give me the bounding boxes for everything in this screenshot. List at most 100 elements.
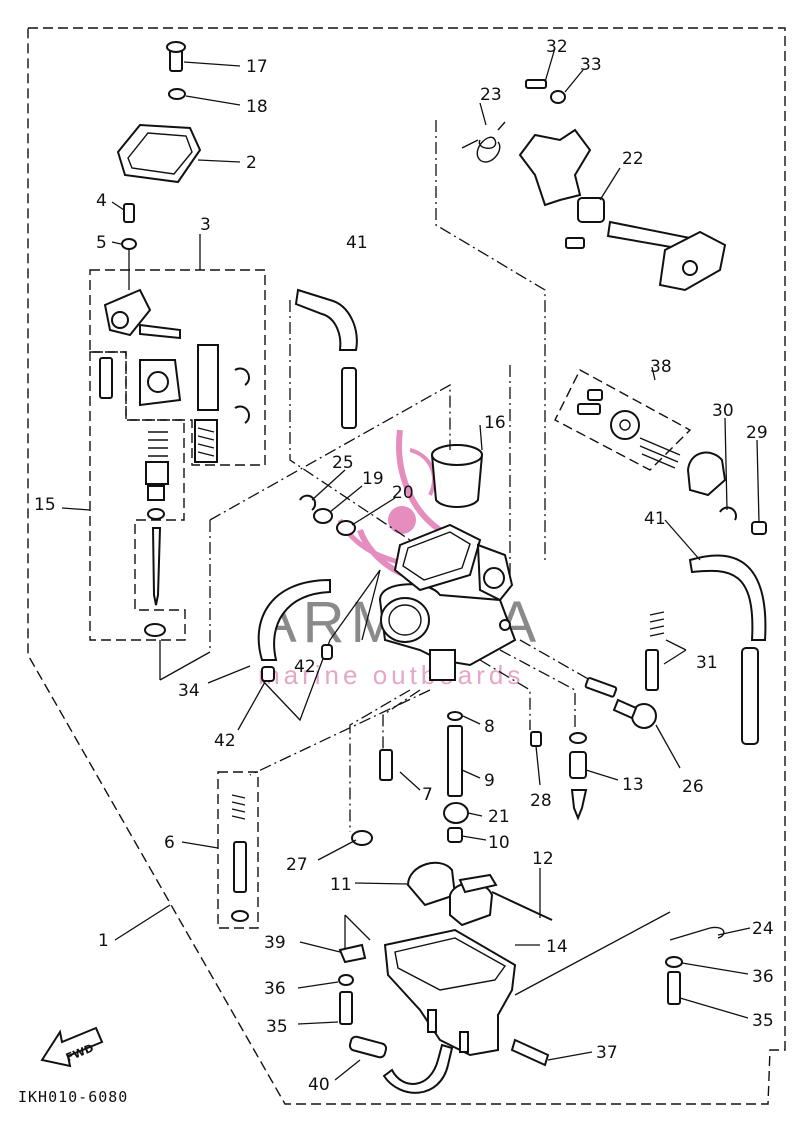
callout-36a: 36	[264, 979, 286, 999]
part-screw-32	[525, 79, 547, 89]
callout-15: 15	[34, 495, 56, 515]
part-washer-18	[168, 88, 186, 100]
part-jet-7	[379, 749, 393, 781]
callout-40: 40	[308, 1075, 330, 1095]
part-holder-21	[443, 802, 469, 824]
callout-31: 31	[696, 653, 718, 673]
part-washer-36b	[665, 956, 683, 968]
part-pilot-screw-6	[231, 794, 249, 922]
part-choke-38	[577, 389, 681, 469]
callout-18: 18	[246, 97, 268, 117]
callout-9: 9	[484, 771, 495, 791]
part-throttle-link-3	[103, 288, 250, 463]
callout-34: 34	[178, 681, 200, 701]
callout-13: 13	[622, 775, 644, 795]
part-jet-needle-15	[99, 357, 182, 637]
callout-7: 7	[422, 785, 433, 805]
callout-25: 25	[332, 453, 354, 473]
callout-35b: 35	[752, 1011, 774, 1031]
callout-41a: 41	[346, 233, 368, 253]
part-screw-4	[123, 203, 135, 223]
part-washer-19	[313, 508, 333, 524]
part-pin-12	[491, 891, 553, 921]
part-boot-34	[257, 578, 331, 661]
callout-35a: 35	[266, 1017, 288, 1037]
callout-5: 5	[96, 233, 107, 253]
part-hose-41a	[294, 288, 358, 351]
callout-17: 17	[246, 57, 268, 77]
part-bracket-39	[338, 943, 367, 964]
part-needle-valve-13	[569, 732, 588, 821]
part-spring-23	[461, 121, 506, 163]
part-choke-cover	[686, 451, 727, 497]
part-hose-40a	[348, 1035, 388, 1059]
callout-21: 21	[488, 807, 510, 827]
part-float-bowl-14	[383, 928, 517, 1057]
callout-16: 16	[484, 413, 506, 433]
callout-32: 32	[546, 37, 568, 57]
callout-14: 14	[546, 937, 568, 957]
part-lever-bracket	[518, 128, 592, 207]
part-idle-screw-26	[584, 677, 657, 729]
group-38-box	[554, 369, 692, 471]
callout-4: 4	[96, 191, 107, 211]
part-bushing-22	[577, 197, 605, 223]
callout-2: 2	[246, 153, 257, 173]
callout-27: 27	[286, 855, 308, 875]
callout-11: 11	[330, 875, 352, 895]
callout-3: 3	[200, 215, 211, 235]
part-washer-5	[121, 238, 137, 250]
part-screw-35a	[339, 991, 353, 1025]
callout-30: 30	[712, 401, 734, 421]
carburetor-body	[378, 523, 517, 681]
part-screw-35b	[667, 971, 681, 1005]
group-6-box	[217, 771, 259, 929]
part-screw-29	[751, 521, 767, 535]
drawing-code: IKH010-6080	[18, 1088, 128, 1106]
callout-26: 26	[682, 777, 704, 797]
callout-1: 1	[98, 931, 109, 951]
watermark-tagline: marine outboards	[258, 660, 524, 690]
part-clip-30	[719, 506, 737, 521]
part-plug-28	[530, 731, 542, 747]
group-3-box	[89, 269, 266, 466]
part-hose-41b	[688, 554, 767, 641]
part-screw-set-31	[645, 611, 665, 691]
part-drain-screw-37	[510, 1038, 550, 1067]
fwd-arrow-icon: FWD	[40, 1026, 104, 1068]
part-float-11	[406, 861, 498, 927]
callout-8: 8	[484, 717, 495, 737]
callout-28: 28	[530, 791, 552, 811]
part-hose-40b	[382, 1043, 454, 1094]
part-tube-41c	[741, 647, 759, 745]
callout-10: 10	[488, 833, 510, 853]
callout-24: 24	[752, 919, 774, 939]
part-needle-jet-9	[447, 725, 463, 797]
callout-29: 29	[746, 423, 768, 443]
part-tube-41d	[341, 367, 357, 429]
part-clip-24	[669, 926, 725, 941]
callout-38: 38	[650, 357, 672, 377]
part-seal-20	[336, 520, 356, 536]
callout-37: 37	[596, 1043, 618, 1063]
part-washer-27	[351, 830, 373, 846]
callout-20: 20	[392, 483, 414, 503]
callout-42b: 42	[294, 657, 316, 677]
part-clip-42a	[261, 666, 275, 682]
assembly-boundary	[27, 27, 786, 1105]
callout-36b: 36	[752, 967, 774, 987]
part-clip-42b	[321, 644, 333, 660]
group-15-box	[89, 351, 186, 641]
part-main-jet-10	[447, 827, 463, 843]
callout-23: 23	[480, 85, 502, 105]
part-o-ring-8	[447, 711, 463, 721]
callout-39: 39	[264, 933, 286, 953]
callout-labels: 1 2 3 4 5 6 7 8 9 10 11 12 13 14 15 16 1…	[34, 37, 774, 1095]
part-nut-33	[550, 90, 566, 104]
callout-6: 6	[164, 833, 175, 853]
callout-leaders	[61, 47, 760, 1081]
part-washer-36a	[338, 974, 354, 986]
callout-33: 33	[580, 55, 602, 75]
part-clip-25	[299, 494, 317, 511]
